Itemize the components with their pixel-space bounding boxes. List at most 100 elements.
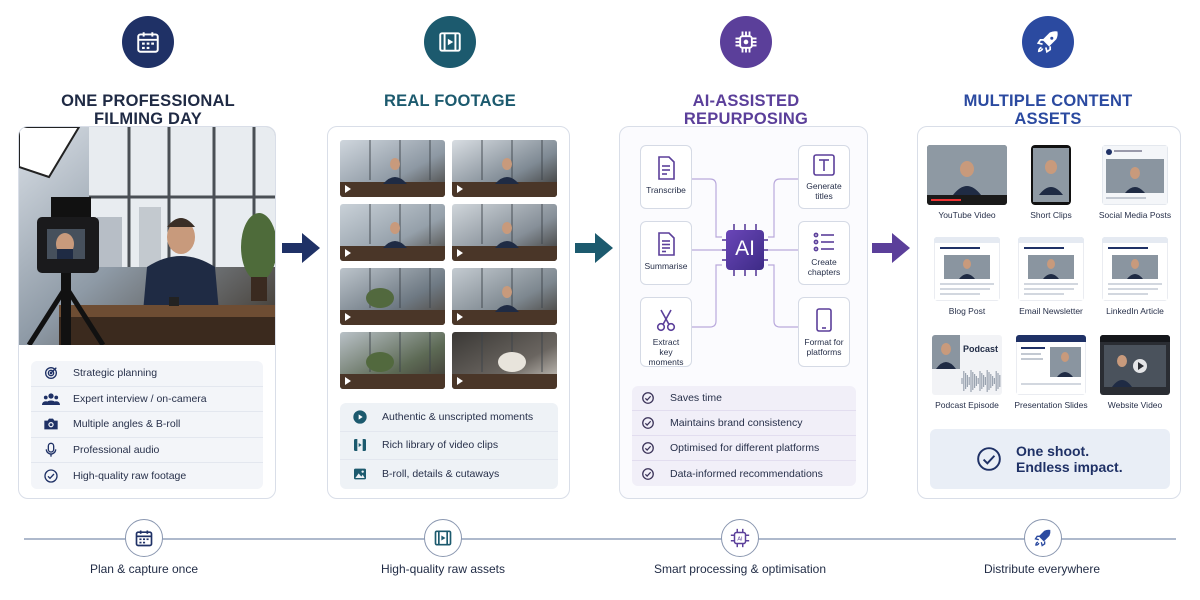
feature-label: Expert interview / on-camera <box>73 392 207 405</box>
step-title: REAL FOOTAGE <box>384 92 516 110</box>
benefit-label: Saves time <box>670 392 722 404</box>
tool-label: Extract key moments <box>648 337 684 367</box>
feature-label: Rich library of video clips <box>382 439 499 452</box>
asset-thumbnail <box>934 237 1000 301</box>
target-icon <box>41 365 61 381</box>
check-circle-icon <box>638 467 658 481</box>
asset-label: Blog Post <box>948 306 986 316</box>
asset-youtube-video[interactable]: YouTube Video <box>927 145 1007 220</box>
video-thumbnail[interactable] <box>340 332 445 389</box>
phone-icon <box>799 298 849 332</box>
check-circle-icon <box>638 416 658 430</box>
impact-line2: Endless impact. <box>1016 459 1123 475</box>
play-circle-icon <box>350 409 370 425</box>
list-item: Professional audio <box>31 438 263 463</box>
asset-website-video[interactable]: Website Video <box>1100 335 1170 410</box>
timeline-label: Distribute everywhere <box>983 562 1101 576</box>
video-thumbnail[interactable] <box>452 332 557 389</box>
feature-label: Multiple angles & B-roll <box>73 418 181 431</box>
chip-icon <box>722 224 768 276</box>
asset-thumbnail <box>1102 145 1168 205</box>
camera-icon <box>41 417 61 431</box>
footage-panel: Authentic & unscripted moments Rich libr… <box>327 126 570 499</box>
timeline-label: Plan & capture once <box>89 562 199 576</box>
timeline-label: High-quality raw assets <box>380 562 506 576</box>
asset-linkedin-article[interactable]: LinkedIn Article <box>1100 237 1170 316</box>
extract-tool: Extract key moments <box>640 297 692 367</box>
asset-blog-post[interactable]: Blog Post <box>932 237 1002 316</box>
footage-feature-list: Authentic & unscripted moments Rich libr… <box>340 403 558 489</box>
asset-thumbnail <box>1102 237 1168 301</box>
asset-email-newsletter[interactable]: Email Newsletter <box>1016 237 1086 316</box>
film-icon <box>350 437 370 453</box>
timeline-node-distribute <box>1024 519 1062 557</box>
asset-label: LinkedIn Article <box>1106 306 1164 316</box>
arrow-right-icon <box>282 233 320 263</box>
check-circle-icon <box>41 468 61 484</box>
podcast-overlay-label: Podcast <box>963 344 999 354</box>
tool-label: Transcribe <box>646 185 686 195</box>
summarise-tool: Summarise <box>640 221 692 285</box>
check-circle-icon <box>638 441 658 455</box>
benefit-label: Data-informed recommendations <box>670 467 823 480</box>
list-item: Saves time <box>632 386 856 411</box>
feature-label: Professional audio <box>73 443 160 456</box>
ai-chip: AI <box>722 224 768 276</box>
asset-label: YouTube Video <box>938 210 996 220</box>
asset-presentation-slides[interactable]: Presentation Slides <box>1014 335 1088 410</box>
list-item: Maintains brand consistency <box>632 411 856 436</box>
timeline-node-processing: AI <box>721 519 759 557</box>
rocket-icon <box>1034 529 1051 547</box>
video-thumbnail[interactable] <box>340 204 445 261</box>
microphone-icon <box>41 442 61 458</box>
arrow-right-icon <box>575 233 613 263</box>
feature-label: Authentic & unscripted moments <box>382 410 534 423</box>
benefit-label: Maintains brand consistency <box>670 417 803 429</box>
filming-set-photo <box>19 127 275 345</box>
list-item: Strategic planning <box>31 361 263 387</box>
video-thumbnail[interactable] <box>452 140 557 197</box>
play-icon <box>345 249 351 257</box>
feature-label: B-roll, details & cutaways <box>382 468 500 481</box>
tool-label: Summarise <box>644 261 688 271</box>
video-thumbnail[interactable] <box>340 140 445 197</box>
image-icon <box>350 466 370 482</box>
impact-line1: One shoot. <box>1016 443 1090 459</box>
create-chapters-tool: Create chapters <box>798 221 850 285</box>
feature-label: Strategic planning <box>73 367 158 380</box>
asset-thumbnail <box>1016 335 1086 395</box>
ai-connectors <box>692 178 798 328</box>
calendar-icon <box>135 530 153 547</box>
step-footage-header: REAL FOOTAGE <box>320 16 580 110</box>
list-item: Multiple angles & B-roll <box>31 412 263 438</box>
play-icon <box>345 185 351 193</box>
play-icon <box>457 185 463 193</box>
play-icon <box>457 313 463 321</box>
asset-label: Social Media Posts <box>1098 210 1172 220</box>
video-thumbnail[interactable] <box>452 268 557 325</box>
film-icon <box>434 530 452 546</box>
asset-short-clips[interactable]: Short Clips <box>1016 145 1086 220</box>
tool-label: Create chapters <box>807 257 841 277</box>
video-thumbnail[interactable] <box>452 204 557 261</box>
people-icon <box>41 391 61 407</box>
feature-label: High-quality raw footage <box>73 469 187 482</box>
chip-icon: AI <box>730 528 750 548</box>
list-item: Authentic & unscripted moments <box>340 403 558 432</box>
svg-text:AI: AI <box>737 536 743 542</box>
transcribe-tool: Transcribe <box>640 145 692 209</box>
list-item: Optimised for different platforms <box>632 436 856 461</box>
asset-social-media-posts[interactable]: Social Media Posts <box>1099 145 1171 220</box>
tool-label: Format for platforms <box>804 337 844 357</box>
list-item: Rich library of video clips <box>340 432 558 461</box>
list-icon <box>799 222 849 252</box>
document-icon <box>641 146 691 180</box>
filming-panel: Strategic planning Expert interview / on… <box>18 126 276 499</box>
video-thumbnail[interactable] <box>340 268 445 325</box>
timeline-node-plan <box>125 519 163 557</box>
